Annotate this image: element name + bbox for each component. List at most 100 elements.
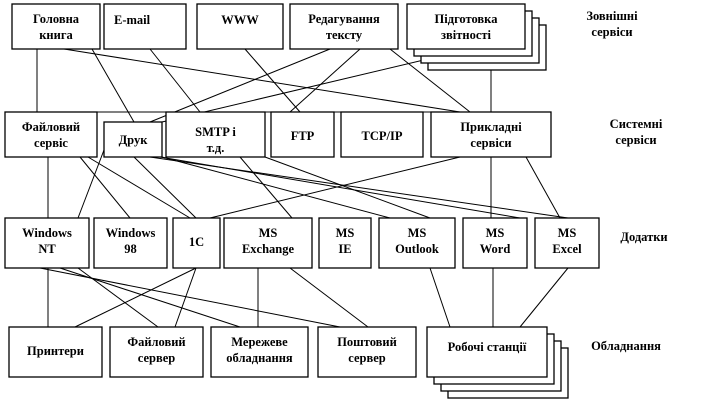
connector-line: [59, 267, 241, 328]
node-label-line: MS: [259, 226, 278, 240]
node-label-line: MS: [486, 226, 505, 240]
connector-line: [77, 149, 105, 219]
node-label-line: MS: [408, 226, 427, 240]
node-box: [210, 326, 309, 378]
node-mailserver: Поштовий сервер: [317, 326, 417, 378]
layer-label-apps: Додатки: [620, 230, 667, 244]
node-label-line: Поштовий: [337, 335, 397, 349]
node-box: [462, 217, 528, 269]
node-label-line: FTP: [291, 129, 315, 143]
node-label-line: E-mail: [114, 13, 151, 27]
connector-line: [239, 156, 293, 219]
node-label-line: Windows: [22, 226, 72, 240]
layer-label-system: Системні: [610, 117, 663, 131]
connector-line: [289, 267, 369, 328]
layer-label-system: сервіси: [615, 133, 656, 147]
node-excel: MS Excel: [534, 217, 600, 269]
node-workstations: Робочі станції: [426, 326, 569, 399]
node-label-line: обладнання: [226, 351, 293, 365]
node-box: [430, 111, 552, 158]
node-label-line: TCP/IP: [362, 129, 403, 143]
connector-line: [525, 156, 561, 219]
node-exchange: MS Exchange: [223, 217, 313, 269]
node-box: [8, 326, 103, 378]
connector-line: [133, 156, 197, 219]
layer-labels: ЗовнішнісервісиСистемнісервісиДодаткиОбл…: [586, 9, 667, 353]
node-box: [223, 217, 313, 269]
node-box: [289, 3, 399, 50]
node-win98: Windows 98: [93, 217, 168, 269]
node-label-line: Файловий: [127, 335, 185, 349]
node-label-line: Файловий: [22, 120, 80, 134]
node-label-line: сервер: [348, 351, 385, 365]
node-box: [4, 217, 90, 269]
node-label-line: Принтери: [27, 344, 84, 358]
connector-line: [174, 267, 197, 328]
layer-label-external: сервіси: [591, 25, 632, 39]
node-fileservice: Файловий сервіс: [4, 111, 98, 158]
node-label-line: Windows: [106, 226, 156, 240]
node-box: [318, 217, 372, 269]
node-label-line: т.д.: [207, 141, 225, 155]
node-box: [406, 3, 526, 50]
connector-line: [39, 267, 341, 328]
node-boxes: Головна книга E-mail WWW Редагування тексту Пі…: [4, 3, 600, 399]
node-label-line: звітності: [441, 28, 492, 42]
node-pidgot: Підготовка звітності: [406, 3, 547, 71]
node-label-line: Головна: [33, 12, 80, 26]
node-label-line: сервіс: [34, 136, 68, 150]
node-box: [103, 3, 187, 50]
connector-line: [264, 156, 431, 219]
connector-line: [244, 48, 301, 113]
connector-line: [519, 267, 569, 328]
connector-line: [74, 267, 197, 328]
node-label-line: Підготовка: [435, 12, 499, 26]
node-label-line: Прикладні: [460, 120, 522, 134]
node-box: [270, 111, 335, 158]
node-label-line: 1C: [189, 235, 204, 249]
node-label-line: Exchange: [242, 242, 295, 256]
node-label-line: 98: [124, 242, 137, 256]
node-ftp: FTP: [270, 111, 335, 158]
connector-line: [161, 48, 471, 123]
connector-line: [209, 156, 461, 219]
node-onec: 1C: [172, 217, 221, 269]
node-label-line: Редагування: [308, 12, 380, 26]
connector-line: [77, 267, 159, 328]
node-www: WWW: [196, 3, 284, 50]
node-box: [11, 3, 101, 50]
connector-line: [87, 156, 191, 219]
node-label-line: книга: [39, 28, 73, 42]
node-label-line: Excel: [552, 242, 582, 256]
connector-line: [161, 156, 391, 219]
node-box: [340, 111, 424, 158]
connector-line: [149, 48, 201, 113]
node-box: [93, 217, 168, 269]
node-redag: Редагування тексту: [289, 3, 399, 50]
connector-line: [91, 48, 135, 123]
connector-line: [79, 156, 131, 219]
node-box: [4, 111, 98, 158]
node-label-line: MS: [336, 226, 355, 240]
connector-line: [149, 48, 331, 123]
layer-label-hardware: Обладнання: [591, 339, 661, 353]
node-golovna: Головна книга: [11, 3, 101, 50]
connector-line: [389, 48, 471, 113]
node-label-line: MS: [558, 226, 577, 240]
node-box: [109, 326, 204, 378]
connector-line: [289, 48, 361, 113]
node-label-line: тексту: [326, 28, 363, 42]
node-email: E-mail: [103, 3, 187, 50]
node-label-line: WWW: [221, 13, 259, 27]
node-box: [196, 3, 284, 50]
node-box: [165, 111, 266, 158]
node-label-line: SMTP і: [195, 125, 236, 139]
node-druk: Друк: [103, 121, 163, 158]
node-box: [378, 217, 456, 269]
